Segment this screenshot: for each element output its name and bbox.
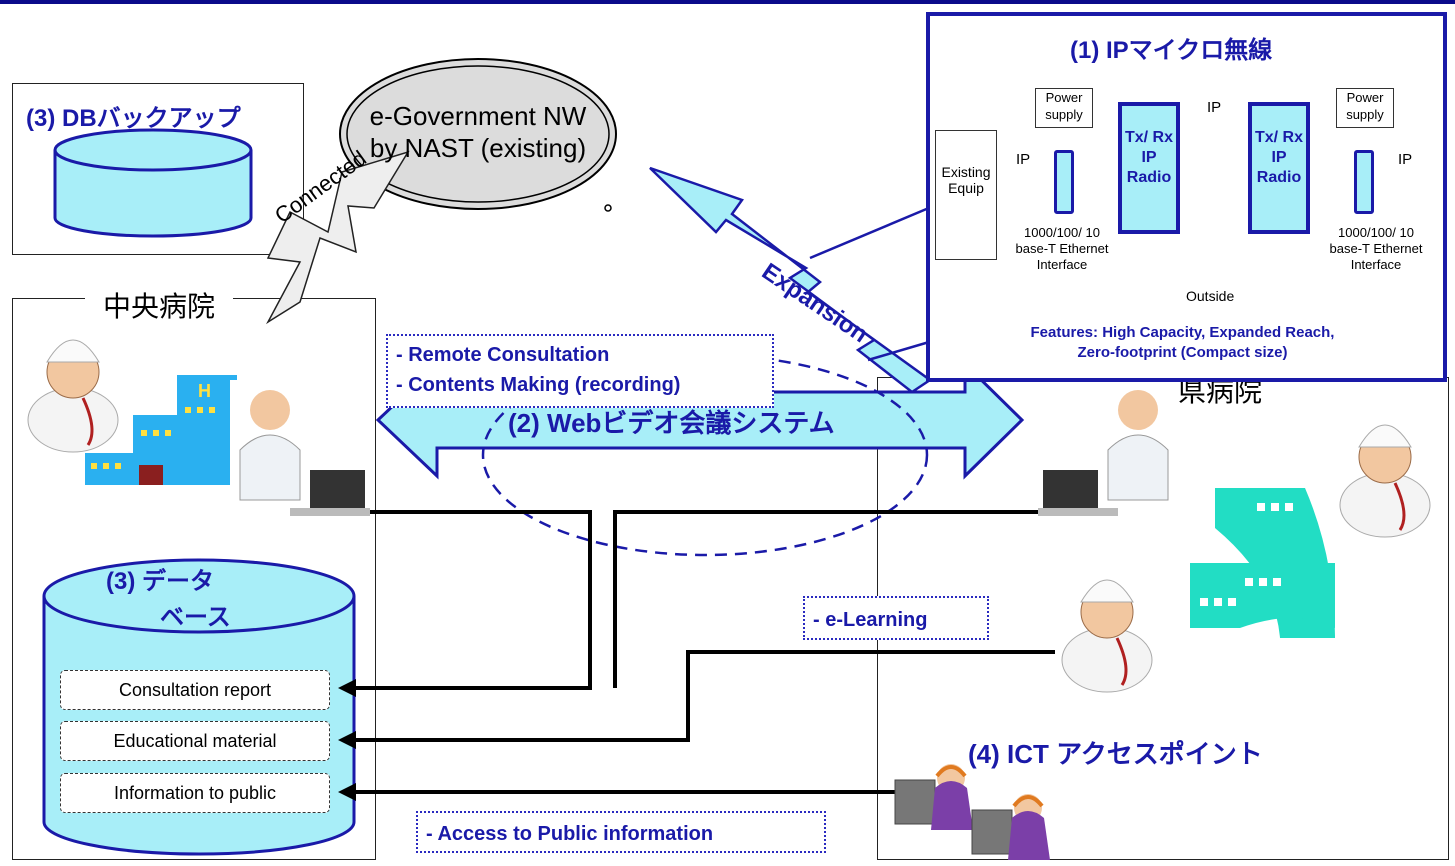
ethernet-plug-right	[1354, 150, 1374, 214]
top-border	[0, 0, 1455, 4]
existing-equip-box	[935, 130, 997, 260]
ip-label-left: IP	[1016, 151, 1031, 168]
cloud-line1: e-Government NW	[369, 101, 587, 131]
doctor-icon-pref	[1339, 424, 1431, 538]
outside-label: Outside	[1186, 288, 1235, 304]
ict-access-point-label: (4) ICT アクセスポイント	[968, 739, 1263, 769]
features-line2: Zero-footprint (Compact size)	[1077, 344, 1288, 361]
existing-equip-label: Existing Equip	[941, 164, 991, 196]
radio-right: Tx/ Rx IP Radio	[1248, 102, 1310, 234]
connected-arrow	[266, 150, 410, 325]
ethernet-plug-left	[1054, 150, 1074, 214]
database-title-line1: (3) データ	[106, 568, 214, 595]
elearning-box: - e-Learning	[803, 596, 989, 640]
operator-icon-2	[971, 794, 1050, 860]
expansion-arrow	[649, 166, 933, 394]
ip-micro-title: (1) IPマイクロ無線	[1070, 37, 1273, 64]
database-title-line2: ベース	[160, 604, 231, 631]
doctor-icon-central	[27, 339, 119, 453]
doctor-icon-pref2	[1061, 579, 1153, 693]
ip-label-right: IP	[1398, 151, 1413, 168]
record-information-to-public: Information to public	[60, 773, 330, 813]
interface-label-right: 1000/100/ 10 base-T Ethernet Interface	[1329, 225, 1423, 272]
hospital-building-central: H	[85, 375, 237, 485]
operator-icon-1	[894, 764, 973, 830]
power-supply-right: Power supply	[1336, 88, 1394, 128]
remote-line1: - Remote Consultation	[396, 344, 610, 366]
db-backup-title: (3) DBバックアップ	[26, 105, 241, 132]
doctor-computer-pref	[1038, 380, 1178, 540]
radio-left: Tx/ Rx IP Radio	[1118, 102, 1180, 234]
interface-label-left: 1000/100/ 10 base-T Ethernet Interface	[1015, 225, 1109, 272]
ip-label-middle: IP	[1207, 99, 1222, 116]
doctor-computer-central	[230, 380, 370, 540]
record-educational-material: Educational material	[60, 721, 330, 761]
power-supply-left: Power supply	[1035, 88, 1093, 128]
features-line1: Features: High Capacity, Expanded Reach,	[1030, 324, 1335, 341]
central-hospital-label: 中央病院	[85, 285, 234, 325]
remote-consultation-box: - Remote Consultation - Contents Making …	[386, 334, 774, 408]
record-consultation-report: Consultation report	[60, 670, 330, 710]
public-info-box: - Access to Public information	[416, 811, 826, 853]
cloud-line2: by NAST (existing)	[369, 133, 587, 163]
web-video-label: (2) Webビデオ会議システム	[508, 408, 835, 438]
hospital-building-pref	[1190, 488, 1335, 638]
svg-text:H: H	[198, 381, 211, 401]
remote-line2: - Contents Making (recording)	[396, 374, 681, 396]
cloud-label: e-Government NW by NAST (existing)	[340, 100, 616, 164]
